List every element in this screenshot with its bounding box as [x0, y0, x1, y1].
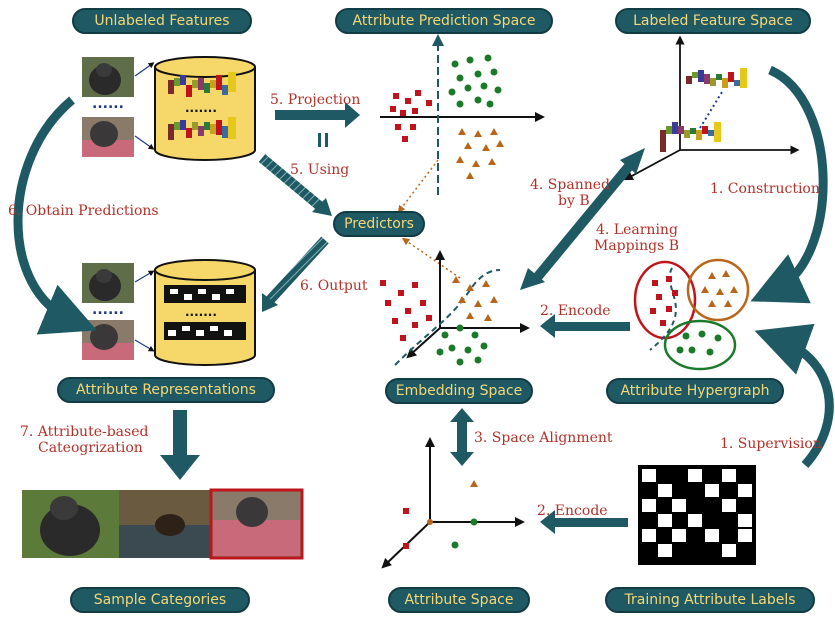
svg-text:.......: .......: [185, 305, 217, 319]
sample-category-gorilla: [22, 490, 119, 558]
labeled-feature-space-plot: [624, 35, 800, 181]
label-using: 5. Using: [290, 162, 350, 178]
label-spanned-2: by B: [558, 193, 590, 209]
label-spanned-1: 4. Spanned: [530, 177, 610, 193]
prediction-space-plot: [380, 34, 545, 195]
label-supervision: 1. Supervision: [720, 436, 822, 452]
title-labeled-feature-space: Labeled Feature Space: [615, 8, 811, 34]
label-categorization-2: Cateogrization: [38, 440, 143, 456]
representation-photo-1: [82, 263, 134, 303]
unlabeled-photo-2: [82, 117, 134, 157]
label-space-alignment: 3. Space Alignment: [474, 430, 613, 446]
sample-category-primate-selected: [209, 488, 304, 560]
label-learning-2: Mappings B: [594, 238, 679, 254]
label-construction: 1. Construction: [710, 181, 820, 197]
unlabeled-photo-1: [82, 57, 134, 97]
svg-text:.......: .......: [185, 101, 217, 115]
label-encode-bottom: 2. Encode: [537, 503, 608, 519]
attribute-hypergraph: [633, 258, 750, 371]
binary-matrix-icon: [638, 465, 756, 565]
title-unlabeled-features: Unlabeled Features: [72, 8, 252, 34]
title-predictors: Predictors: [333, 211, 425, 237]
title-attribute-prediction-space: Attribute Prediction Space: [335, 8, 553, 34]
representation-photo-2: [82, 320, 134, 360]
title-embedding-space: Embedding Space: [385, 378, 533, 404]
title-sample-categories: Sample Categories: [70, 587, 250, 613]
label-learning-1: 4. Learning: [596, 222, 678, 238]
label-output: 6. Output: [300, 278, 368, 294]
label-projection: 5. Projection: [270, 92, 361, 108]
label-encode-top: 2. Encode: [540, 303, 611, 319]
label-obtain-predictions: 6. Obtain Predictions: [8, 203, 159, 219]
title-attribute-representations: Attribute Representations: [57, 377, 275, 403]
feature-database-icon: .......: [154, 56, 256, 161]
title-attribute-space: Attribute Space: [388, 587, 530, 613]
embedding-space-plot: [380, 250, 530, 366]
sample-category-bear: [119, 490, 211, 558]
svg-text:......: ......: [92, 96, 124, 112]
title-attribute-hypergraph: Attribute Hypergraph: [606, 378, 784, 404]
svg-text:......: ......: [92, 302, 124, 318]
attribute-space-plot: [381, 437, 525, 569]
label-categorization-1: 7. Attribute-based: [20, 424, 149, 440]
representation-database-icon: .......: [154, 259, 256, 366]
title-training-attribute-labels: Training Attribute Labels: [605, 587, 815, 613]
